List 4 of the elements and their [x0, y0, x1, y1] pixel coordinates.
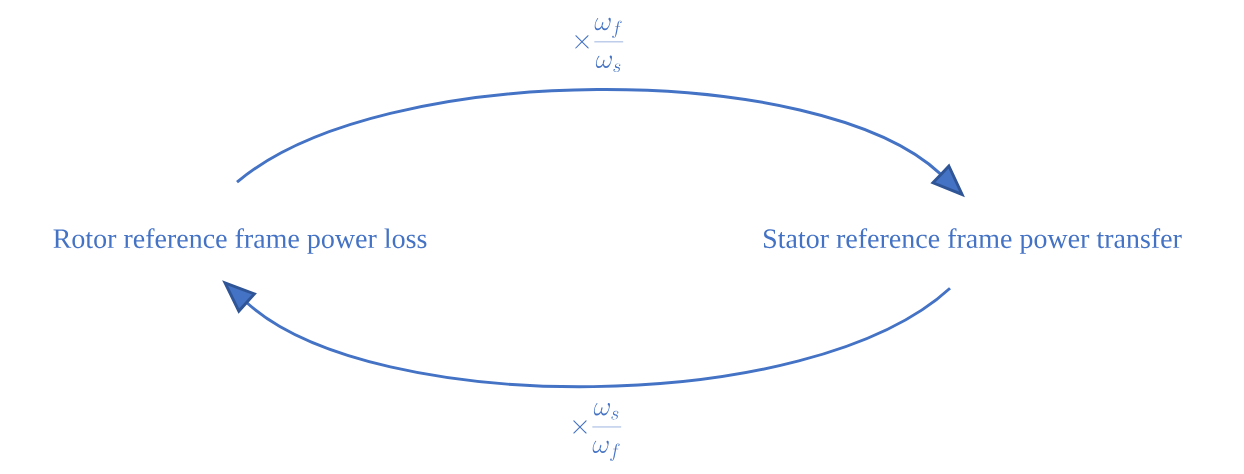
edge-label: $\times \frac{\omega_s}{\omega_f}$ [573, 402, 622, 461]
edge-label: $\times \frac{\omega_f}{\omega_s}$ [575, 17, 624, 73]
text-label: Stator reference frame power transfer [764, 228, 1182, 254]
text-label: Rotor reference frame power loss [53, 228, 427, 254]
